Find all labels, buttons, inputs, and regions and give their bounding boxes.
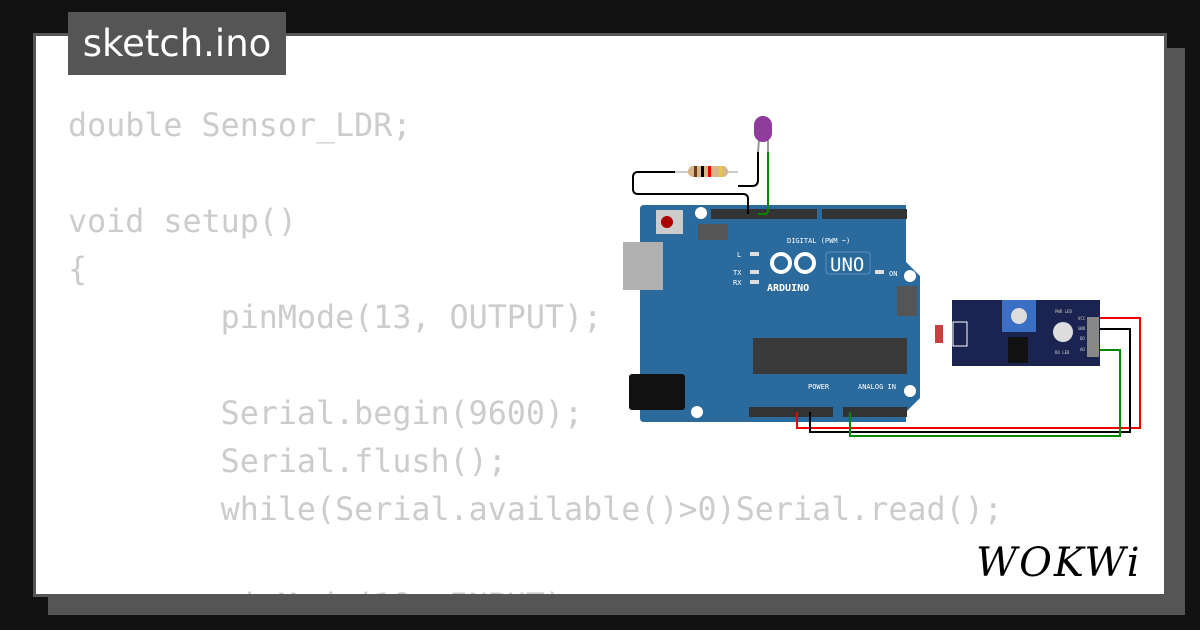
code-line: pinMode(13, OUTPUT); [68,300,603,336]
pin-do: DO [1080,336,1085,341]
ldr-photoresistor [935,325,943,343]
power-jack [629,374,685,410]
led-label-rx: RX [733,279,742,287]
board-model: UNO [830,254,864,276]
led-label-on: ON [889,270,897,278]
atmega-chip [753,338,907,374]
pin-ao: AO [1080,347,1085,352]
led-label-l: L [737,251,741,259]
pwr-led-label: PWR LED [1055,309,1072,314]
file-title: sketch.ino [68,12,286,75]
digital-label: DIGITAL (PWM ~) [787,237,850,245]
code-line: void setup() [68,204,297,240]
wire-pin13-led[interactable] [758,152,769,215]
pin-gnd: GND [1078,326,1086,331]
code-line: while(Serial.available()>0)Serial.read()… [68,492,1003,528]
code-line: double Sensor_LDR; [68,108,412,144]
arduino-uno-board[interactable]: DIGITAL (PWM ~) UNO ARDUINO L TX RX ON P… [623,205,920,422]
wire-5v[interactable] [796,317,1141,429]
wire-gnd[interactable] [809,328,1131,433]
do-led-label: DO LED [1055,350,1070,355]
arduino-logo [770,252,816,274]
resistor[interactable] [675,166,738,177]
analog-label: ANALOG IN [858,383,896,391]
code-view: double Sensor_LDR; void setup() { pinMode… [68,102,1003,594]
usb-port [623,242,663,290]
code-line: Serial.begin(9600); [68,396,584,432]
wire-gnd-led[interactable] [632,152,759,214]
ldr-sensor-module[interactable]: PWR LED DO LED VCC GND DO AO [935,300,1100,366]
wokwi-logo[interactable]: WOKWi [976,540,1142,586]
code-line: Serial.flush(); [68,444,507,480]
led-label-tx: TX [733,269,742,277]
code-line: { [68,252,88,288]
power-header [749,407,833,417]
wire-a0[interactable] [849,349,1121,437]
analog-header [843,407,907,417]
code-line: pinMode(10, INPUT); [68,582,1003,594]
purple-led[interactable] [754,116,772,153]
digital-header-right [822,209,907,219]
power-label: POWER [808,383,830,391]
board-name: ARDUINO [767,283,809,294]
pin-vcc: VCC [1078,316,1086,321]
